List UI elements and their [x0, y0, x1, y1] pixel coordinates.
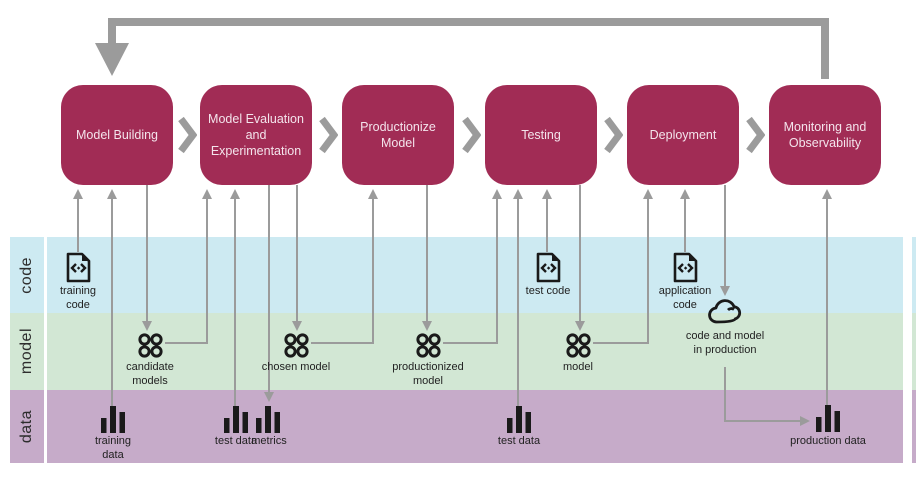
feedback-arrow-right-vertical: [821, 18, 829, 79]
chevron-right-icon: [746, 116, 765, 154]
bar-chart-icon: [816, 405, 840, 432]
artifact-label: training data: [94, 435, 132, 461]
lane-label-text: model: [18, 328, 35, 375]
artifact-label: metrics: [251, 435, 287, 447]
lane-label-text: data: [18, 409, 35, 444]
stage-label: Productionize Model: [360, 119, 436, 150]
data-band: [47, 390, 903, 463]
stage-deployment: Deployment: [627, 85, 739, 185]
artifact-label: chosen model: [261, 361, 331, 373]
lane-label-model: model: [10, 313, 44, 390]
stage-label: Monitoring and Observability: [783, 119, 867, 150]
chevron-right-icon: [178, 116, 197, 154]
stage-testing: Testing: [485, 85, 597, 185]
feedback-arrow-left-vertical: [108, 18, 116, 44]
artifact-label: candidate models: [126, 361, 174, 387]
model-band: [47, 313, 903, 390]
stage-label: Testing: [521, 127, 561, 142]
bar-chart-icon: [507, 406, 531, 433]
artifact-label: productionized model: [392, 361, 464, 387]
stage-productionize: Productionize Model: [342, 85, 454, 185]
artifact-label: training code: [59, 285, 97, 311]
cloud-icon: [708, 299, 742, 324]
stage-label: Deployment: [649, 127, 717, 142]
model-circles-icon: [284, 333, 309, 358]
code-file-icon: [673, 252, 698, 283]
code-band: [47, 237, 903, 313]
bar-chart-icon: [224, 406, 248, 433]
bar-chart-icon: [256, 406, 280, 433]
stage-model-building: Model Building: [61, 85, 173, 185]
stage-label: Model Building: [76, 127, 158, 142]
feedback-arrowhead-icon: [95, 43, 129, 76]
stage-model-evaluation: Model Evaluation and Experimentation: [200, 85, 312, 185]
artifact-label: application code: [658, 285, 712, 311]
chevron-right-icon: [462, 116, 481, 154]
model-circles-icon: [138, 333, 163, 358]
data-band-sliver: [912, 390, 916, 463]
lane-label-code: code: [10, 237, 44, 313]
chevron-right-icon: [604, 116, 623, 154]
code-file-icon: [66, 252, 91, 283]
code-band-sliver: [912, 237, 916, 313]
artifact-label: test data: [214, 435, 258, 447]
artifact-label: test code: [525, 285, 571, 297]
stage-label: Model Evaluation and Experimentation: [208, 111, 304, 159]
feedback-arrow-horizontal: [108, 18, 829, 26]
artifact-label: code and model in production: [685, 330, 765, 356]
chevron-right-icon: [319, 116, 338, 154]
bar-chart-icon: [101, 406, 125, 433]
artifact-label: test data: [497, 435, 541, 447]
model-circles-icon: [416, 333, 441, 358]
artifact-label: production data: [790, 435, 866, 447]
model-circles-icon: [566, 333, 591, 358]
model-band-sliver: [912, 313, 916, 390]
lane-label-data: data: [10, 390, 44, 463]
code-file-icon: [536, 252, 561, 283]
stage-monitoring: Monitoring and Observability: [769, 85, 881, 185]
lane-label-text: code: [18, 256, 35, 294]
artifact-label: model: [563, 361, 593, 373]
